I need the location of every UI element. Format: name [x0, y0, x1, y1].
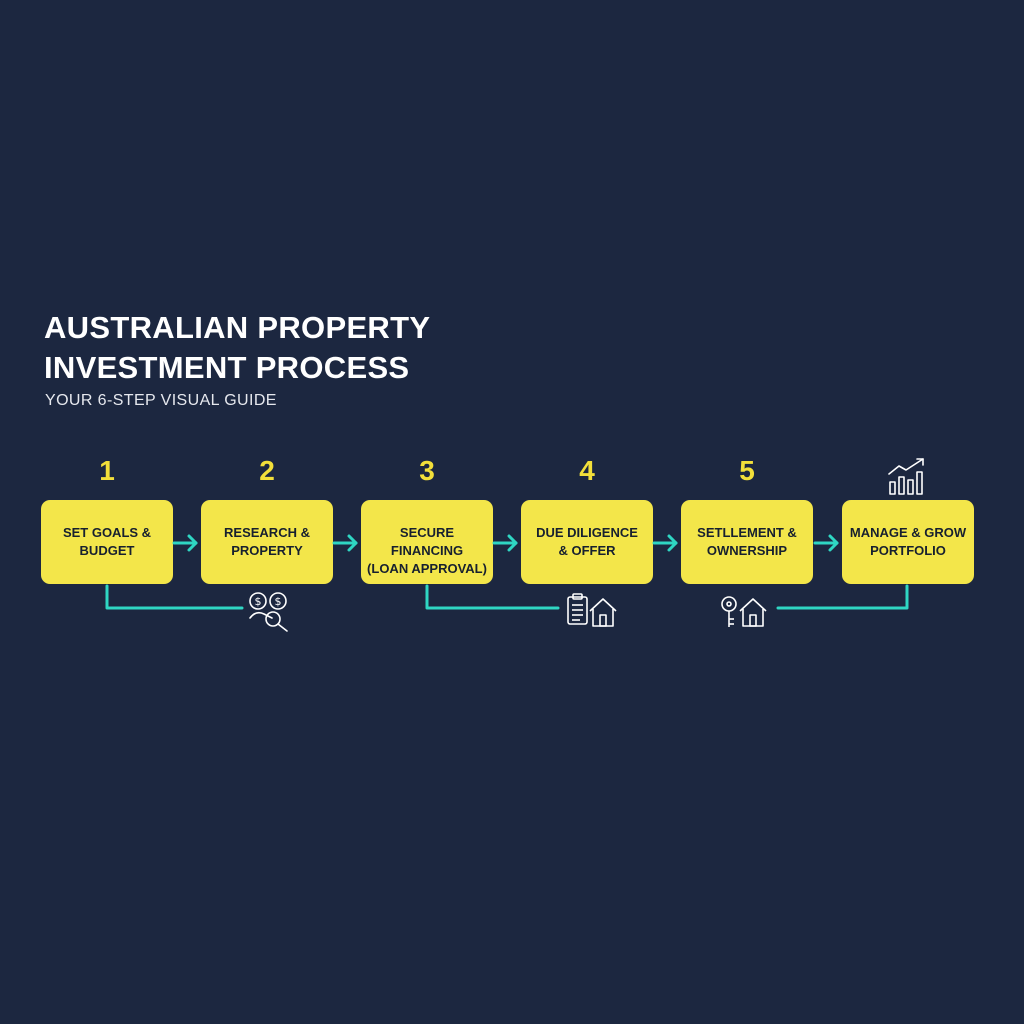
subtitle: YOUR 6-STEP VISUAL GUIDE — [45, 392, 277, 409]
title-line-2: INVESTMENT PROCESS — [44, 350, 410, 385]
svg-text:$: $ — [255, 595, 262, 608]
step-6-box: MANAGE & GROW PORTFOLIO — [842, 500, 974, 584]
title-line-1: AUSTRALIAN PROPERTY — [44, 310, 431, 345]
connector-line-2 — [425, 584, 560, 610]
step-5-number: 5 — [739, 455, 755, 486]
arrow-5-6 — [813, 534, 839, 552]
step-5-label: SETLLEMENT & OWNERSHIP — [697, 525, 797, 558]
growth-chart-icon — [888, 458, 924, 495]
step-2-box: RESEARCH & PROPERTY — [201, 500, 333, 584]
step-6-label: MANAGE & GROW PORTFOLIO — [849, 525, 967, 558]
step-1-box: SET GOALS & BUDGET — [41, 500, 173, 584]
step-2-number: 2 — [259, 455, 275, 486]
step-3-label: SECURE FINANCING (LOAN APPROVAL) — [367, 525, 487, 576]
arrow-2-3 — [332, 534, 358, 552]
step-3-number: 3 — [419, 455, 435, 486]
page-title: AUSTRALIAN PROPERTY INVESTMENT PROCESS — [44, 308, 430, 388]
money-search-icon: $ $ — [249, 592, 288, 632]
step-2-label: RESEARCH & PROPERTY — [224, 525, 310, 558]
arrow-4-5 — [652, 534, 678, 552]
key-house-icon — [721, 596, 767, 627]
step-4-label: DUE DILIGENCE & OFFER — [536, 525, 638, 558]
arrow-1-2 — [172, 534, 198, 552]
step-4-number: 4 — [579, 455, 595, 486]
arrow-3-4 — [492, 534, 518, 552]
step-3-box: SECURE FINANCING (LOAN APPROVAL) — [361, 500, 493, 584]
connector-line-3 — [776, 584, 909, 610]
step-1-number: 1 — [99, 455, 115, 486]
svg-text:$: $ — [275, 595, 282, 608]
step-4-box: DUE DILIGENCE & OFFER — [521, 500, 653, 584]
connector-line-1 — [105, 584, 244, 610]
clipboard-house-icon — [567, 593, 617, 627]
step-5-box: SETLLEMENT & OWNERSHIP — [681, 500, 813, 584]
step-1-label: SET GOALS & BUDGET — [62, 525, 152, 558]
